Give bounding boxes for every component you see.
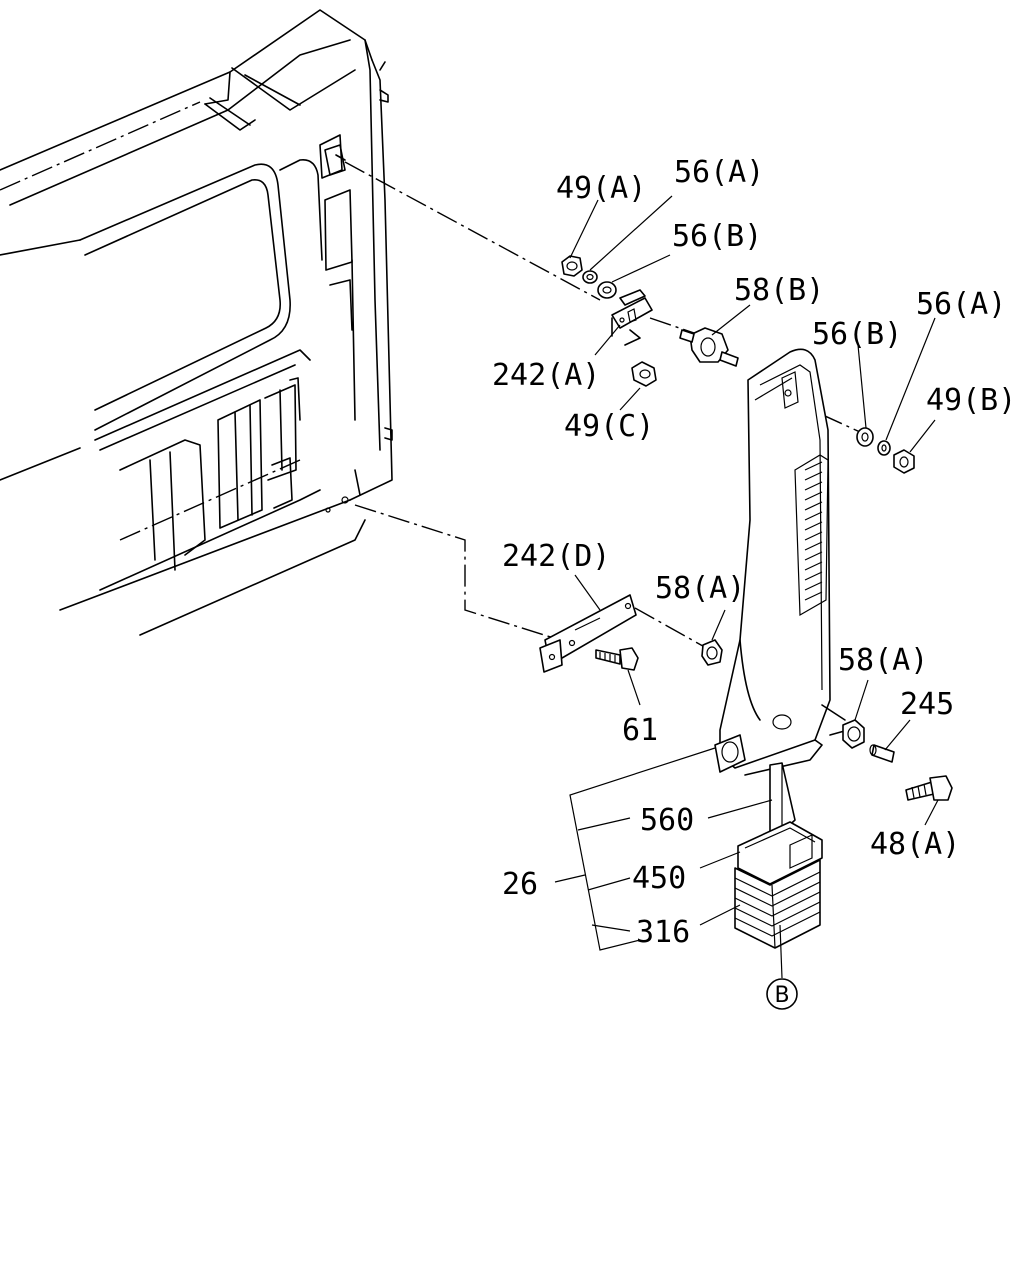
cushion-assembly: [734, 762, 823, 949]
label-26: 26: [502, 867, 538, 902]
callout-b-letter: B: [774, 983, 789, 1008]
label-560: 560: [640, 803, 694, 838]
label-242d: 242(D): [502, 539, 610, 574]
bolt-61: [595, 647, 639, 671]
leader-lines: [554, 195, 939, 979]
pin-245: [869, 744, 895, 763]
label-56b-top: 56(B): [672, 219, 762, 254]
bolt-48a: [905, 775, 953, 801]
washer-56a-right: [877, 440, 891, 456]
label-56a-right: 56(A): [916, 287, 1006, 322]
label-49c: 49(C): [564, 409, 654, 444]
label-242a: 242(A): [492, 358, 600, 393]
label-58b: 58(B): [734, 273, 824, 308]
label-58a-right: 58(A): [838, 643, 928, 678]
callout-b: B: [766, 978, 798, 1010]
label-56a-top: 56(A): [674, 155, 764, 190]
bracket-242d: [539, 594, 637, 673]
nut-49a: [561, 255, 583, 277]
label-49b: 49(B): [926, 383, 1016, 418]
bracket-242a: [611, 289, 653, 346]
grab-handle: [714, 348, 849, 776]
clip-58b: [679, 327, 739, 367]
label-316: 316: [636, 915, 690, 950]
label-245: 245: [900, 687, 954, 722]
label-58a-mid: 58(A): [655, 571, 745, 606]
label-61: 61: [622, 713, 658, 748]
cab-back-panel: [0, 9, 393, 636]
washer-56b-top: [597, 281, 617, 299]
nut-49b: [893, 449, 915, 474]
part-labels: 49(A) 56(A) 56(B) 58(B) 242(A) 49(C) 56(…: [492, 155, 1016, 950]
label-49a: 49(A): [556, 171, 646, 206]
grommet-58a-mid: [701, 639, 723, 666]
label-48a: 48(A): [870, 827, 960, 862]
washer-56a-top: [582, 270, 598, 284]
nut-49c: [631, 361, 657, 387]
label-56b-right: 56(B): [812, 317, 902, 352]
label-450: 450: [632, 861, 686, 896]
washer-56b-right: [856, 427, 874, 447]
grommet-58a-right: [842, 719, 865, 749]
